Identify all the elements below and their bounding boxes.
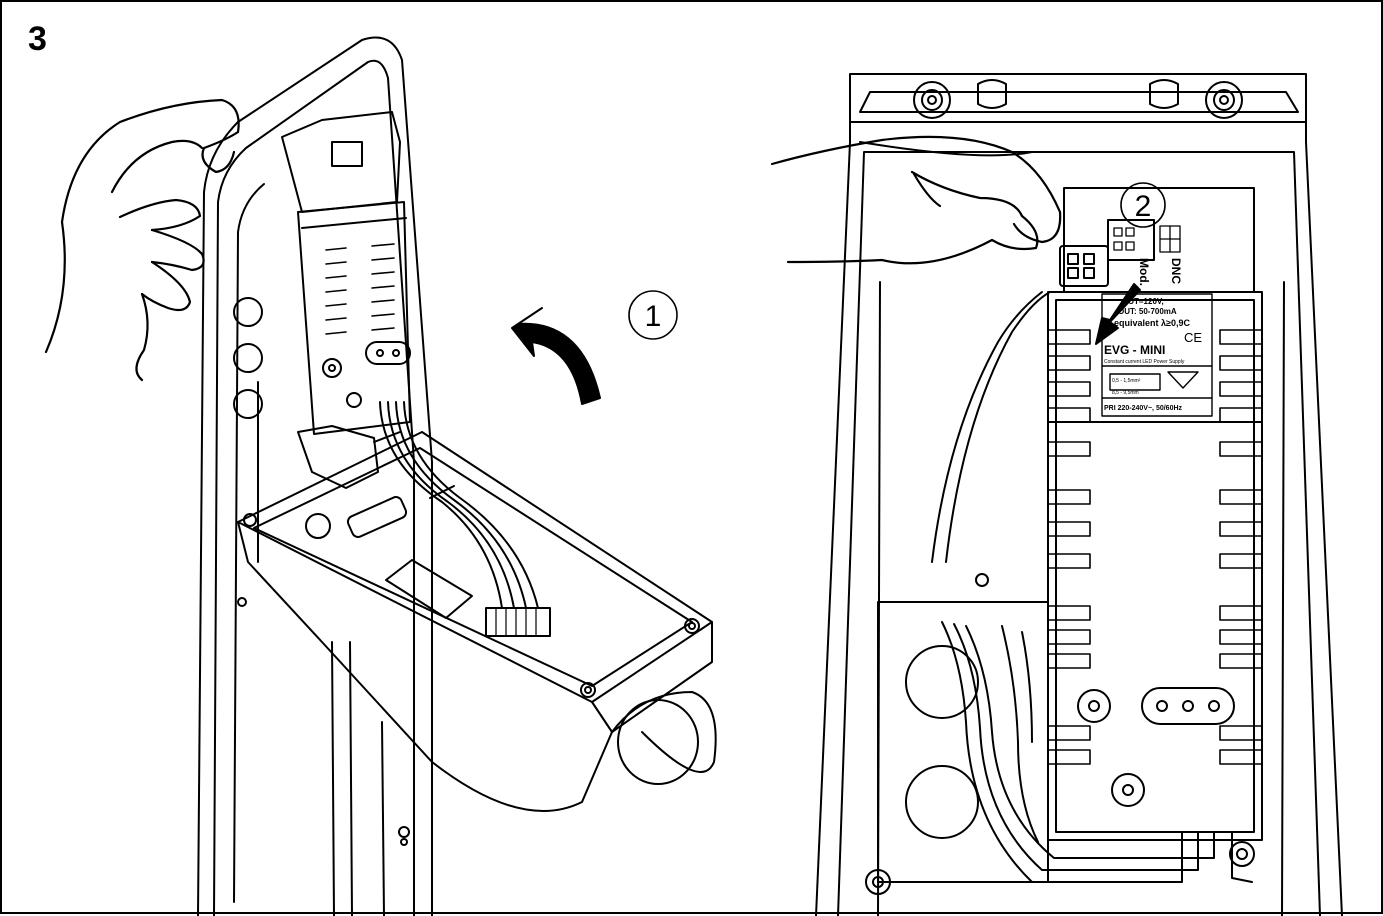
label-power-factor: equivalent λ≥0,9C [1114,318,1190,328]
left-luminaire-housing [198,38,432,916]
label-ce-mark: CE [1184,330,1202,345]
connector-label-mod: Mod. [1137,258,1151,286]
left-driver-module [282,112,410,434]
left-hinged-tray [238,402,716,811]
connector-label-dnc: DNC [1169,258,1183,284]
callout-2-number: 2 [1135,190,1152,223]
label-subtitle: Constant current LED Power Supply [1104,359,1185,365]
right-driver-module [1048,188,1262,840]
label-model: EVG - MINI [1104,343,1165,357]
callout-1-number: 1 [645,300,662,333]
label-output-current: OUT: 50-700mA [1118,307,1177,316]
right-wiring [932,292,1252,882]
left-hand [46,100,239,380]
product-label-text: OUT=120V, OUT: 50-700mA equivalent λ≥0,9… [1104,258,1202,412]
right-hand [772,137,1060,263]
right-luminaire-housing [816,74,1342,916]
label-strip-length: 8,5 - 9,5mm [1112,390,1139,396]
label-rating: PRI 220-240V~, 50/60Hz [1104,405,1183,412]
label-wire-size: 0,5 - 1,5mm² [1112,378,1141,384]
